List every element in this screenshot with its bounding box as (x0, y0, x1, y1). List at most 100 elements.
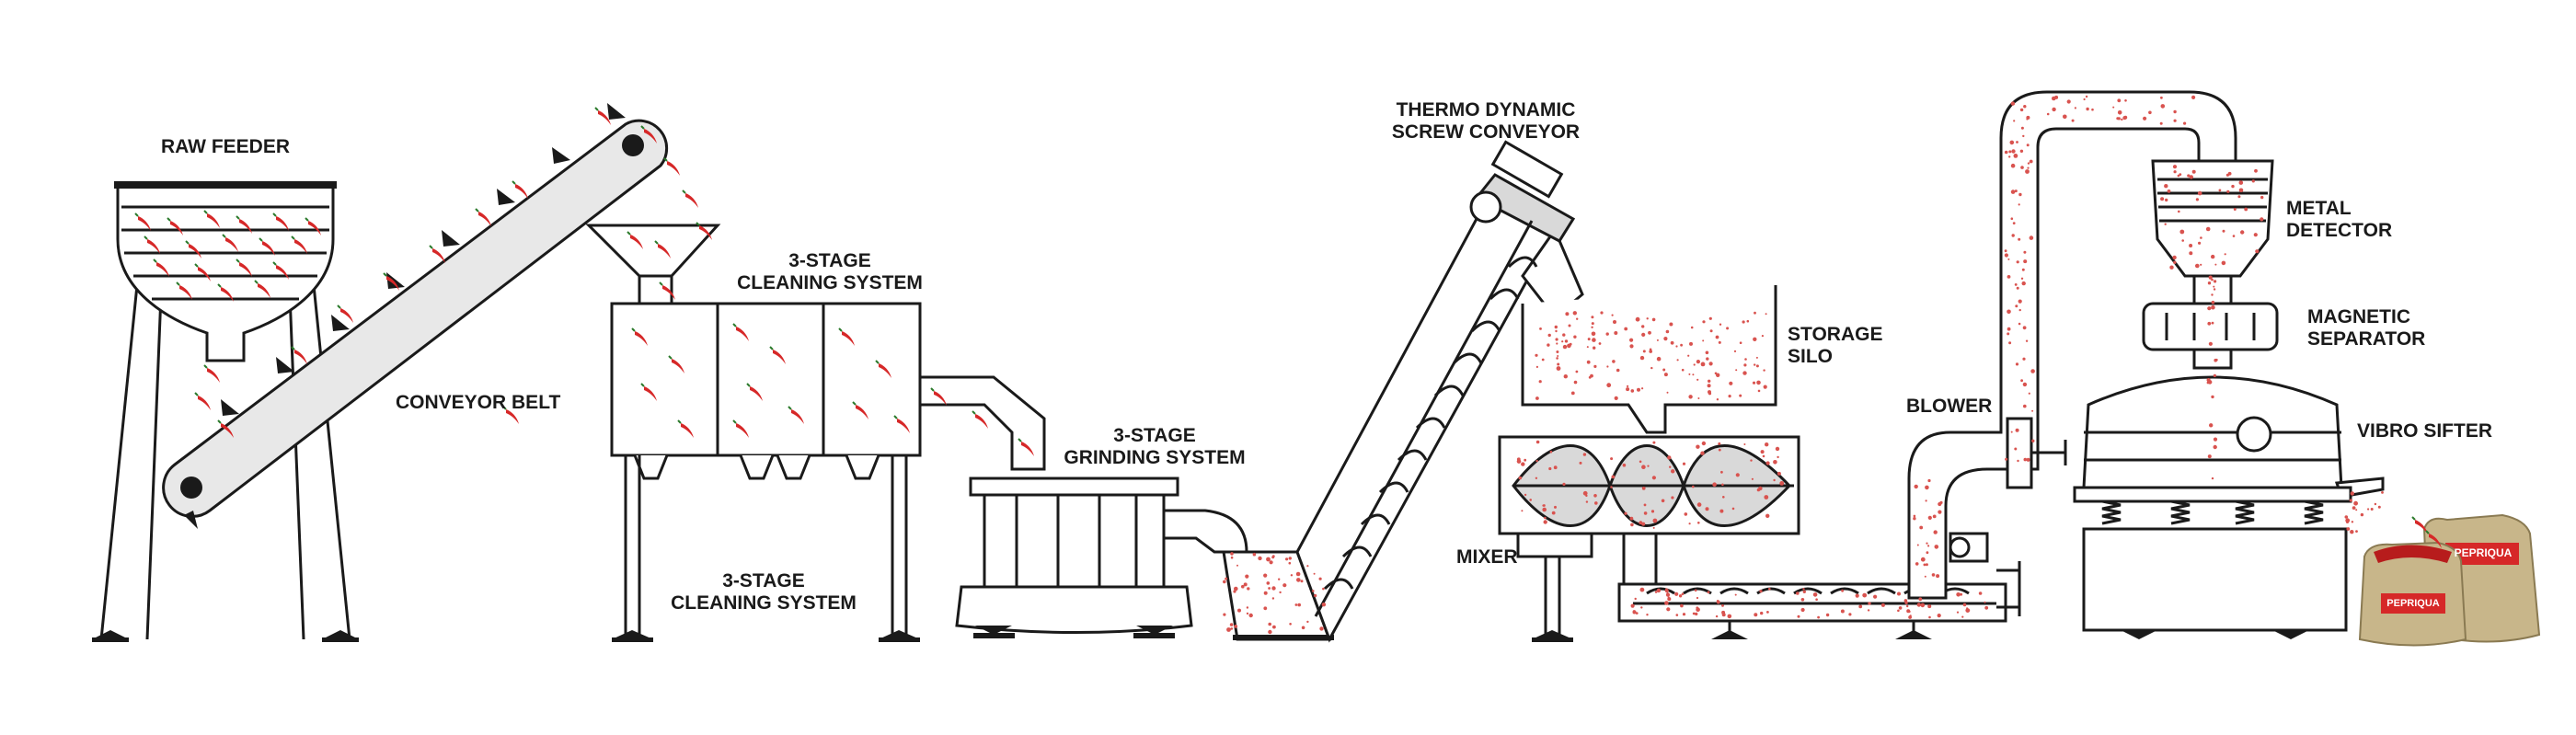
powder-dot (1802, 588, 1805, 591)
magnetic-separator-line1: MAGNETIC (2307, 306, 2410, 327)
conveyor-belt (162, 103, 669, 529)
powder-dot (1563, 374, 1569, 379)
powder-dot (2148, 110, 2152, 115)
powder-dot (1635, 316, 1640, 322)
powder-dot (1933, 530, 1938, 534)
powder-dot (2083, 98, 2086, 101)
powder-dot (2173, 109, 2177, 114)
cleaning-top-line2: CLEANING SYSTEM (737, 272, 923, 293)
mixer-text: MIXER (1456, 546, 1518, 568)
powder-dot (1223, 613, 1226, 616)
powder-dot (1924, 575, 1926, 578)
powder-dot (1744, 358, 1747, 361)
powder-dot (1708, 390, 1711, 395)
powder-dot (1225, 577, 1228, 580)
powder-dot (1610, 457, 1614, 461)
powder-dot (2213, 444, 2217, 450)
powder-dot (1594, 501, 1598, 505)
powder-dot (2209, 423, 2214, 428)
powder-dot (1271, 597, 1275, 600)
powder-dot (1752, 381, 1756, 385)
powder-dot (2351, 521, 2354, 523)
powder-dot (1721, 613, 1726, 617)
powder-dot (2160, 197, 2165, 201)
powder-dot (1939, 500, 1943, 505)
powder-dot (1923, 563, 1926, 567)
powder-dot (1726, 327, 1730, 330)
powder-dot (1598, 342, 1602, 345)
powder-dot (2173, 170, 2177, 174)
powder-dot (2207, 281, 2212, 285)
powder-dot (1927, 545, 1930, 547)
powder-dot (1263, 606, 1268, 611)
powder-dot (1715, 335, 1719, 339)
powder-dot (2031, 439, 2035, 442)
powder-dot (2009, 140, 2015, 145)
powder-dot (1664, 588, 1669, 593)
powder-dot (1654, 591, 1658, 593)
powder-dot (1234, 586, 1238, 591)
powder-dot (1555, 338, 1558, 341)
powder-dot (1643, 503, 1647, 507)
powder-dot (2211, 293, 2214, 296)
powder-dot (2164, 184, 2168, 189)
powder-dot (1544, 516, 1547, 520)
powder-dot (2218, 189, 2222, 192)
powder-dot (1920, 603, 1926, 608)
powder-dot (2165, 198, 2168, 202)
powder-dot (2025, 169, 2030, 174)
powder-dot (1642, 350, 1646, 353)
powder-dot (1743, 443, 1746, 445)
powder-dot (1666, 391, 1669, 394)
powder-dot (1897, 591, 1901, 596)
powder-dot (1765, 513, 1770, 518)
powder-dot (1572, 311, 1578, 316)
powder-dot (1661, 499, 1665, 503)
powder-dot (1716, 600, 1719, 603)
powder-dot (1524, 458, 1527, 462)
powder-dot (1543, 520, 1547, 524)
powder-dot (1564, 339, 1569, 343)
powder-dot (1652, 441, 1656, 444)
powder-dot (1627, 385, 1629, 387)
powder-dot (1230, 627, 1234, 630)
powder-dot (1688, 395, 1693, 399)
powder-dot (2015, 304, 2018, 308)
powder-dot (1294, 603, 1298, 606)
powder-dot (2349, 499, 2352, 502)
powder-dot (1932, 514, 1937, 519)
magnetic-separator-label: MAGNETIC SEPARATOR (2307, 306, 2425, 350)
powder-dot (1735, 369, 1738, 372)
powder-dot (1626, 387, 1630, 392)
powder-dot (1716, 373, 1720, 377)
powder-dot (1880, 603, 1885, 607)
powder-dot (1223, 580, 1226, 584)
powder-dot (1757, 389, 1761, 393)
magnetic-separator (2142, 302, 2279, 370)
powder-dot (1705, 350, 1709, 355)
powder-dot (2370, 508, 2374, 511)
powder-dot (2181, 239, 2184, 242)
powder-dot (1692, 373, 1695, 376)
blower-pipe (1907, 90, 2237, 600)
powder-dot (1288, 557, 1293, 560)
powder-dot (1641, 522, 1646, 526)
powder-dot (1582, 453, 1587, 456)
powder-dot (1268, 629, 1272, 635)
powder-dot (2350, 491, 2354, 496)
powder-dot (1764, 495, 1769, 500)
powder-dot (1318, 577, 1322, 580)
mixer (1498, 435, 1800, 642)
powder-dot (1802, 590, 1807, 593)
powder-dot (2018, 299, 2022, 304)
powder-dot (1314, 593, 1317, 598)
powder-dot (2010, 431, 2013, 433)
powder-dot (1667, 455, 1672, 460)
powder-dot (2164, 223, 2167, 225)
powder-dot (2200, 263, 2202, 266)
powder-dot (1708, 316, 1712, 320)
powder-dot (2020, 379, 2024, 383)
powder-dot (1579, 461, 1582, 465)
powder-dot (2350, 530, 2354, 534)
powder-dot (1692, 612, 1696, 615)
